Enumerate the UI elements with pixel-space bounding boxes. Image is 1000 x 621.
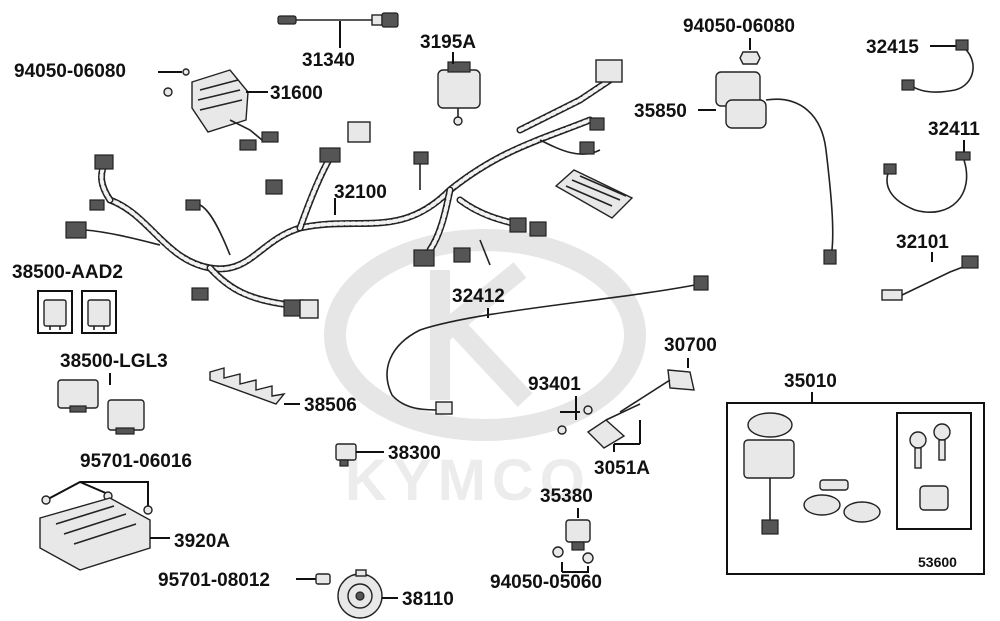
label-93401: 93401: [528, 374, 581, 395]
kymco-watermark: KYMCO: [324, 229, 646, 513]
part-38500-AAD2-relays: [37, 290, 117, 334]
label-38500-AAD2: 38500-AAD2: [12, 262, 123, 283]
part-3920A-ecu: [39, 497, 170, 571]
part-95701-08012-bolt: [296, 573, 331, 585]
label-31600: 31600: [270, 83, 323, 104]
label-3920A: 3920A: [174, 531, 230, 552]
label-32412: 32412: [452, 286, 505, 307]
part-94050-06080-bolt-left: [158, 68, 190, 97]
part-94050-06080-nut-top: [739, 38, 761, 65]
part-95701-06016-bolts: [41, 481, 153, 515]
part-3051A-coil: [586, 403, 641, 452]
part-38300-flasher: [335, 443, 384, 467]
label-95701-08012: 95701-08012: [158, 570, 270, 591]
part-31600-regulator: [191, 69, 279, 151]
part-32412-cable: [386, 275, 709, 415]
watermark-text: KYMCO: [345, 448, 591, 513]
part-32415-cable: [901, 39, 974, 93]
part-93401-screws: [557, 396, 593, 435]
part-35380-sensor: [552, 508, 594, 564]
part-30700-plug-cap: [619, 358, 695, 413]
label-38300: 38300: [388, 443, 441, 464]
label-94050-06080-left: 94050-06080: [14, 61, 126, 82]
label-35380: 35380: [540, 486, 593, 507]
label-94050-06080-top: 94050-06080: [683, 16, 795, 37]
part-35850-ignition-coil: [698, 71, 837, 265]
part-53600-keys: [896, 412, 972, 530]
label-35010: 35010: [784, 371, 837, 392]
part-32411-cable: [883, 140, 971, 213]
part-32100-main-harness: [65, 59, 634, 319]
label-3051A: 3051A: [594, 458, 650, 479]
part-31340-cable: [277, 12, 399, 48]
part-3195A-relay: [437, 52, 481, 126]
label-94050-05060: 94050-05060: [490, 572, 602, 593]
label-32411: 32411: [928, 119, 980, 140]
part-38506-bracket: [209, 367, 300, 405]
label-32101: 32101: [896, 232, 949, 253]
part-38110-horn: [337, 569, 398, 619]
label-53600: 53600: [918, 554, 957, 570]
label-38506: 38506: [304, 395, 357, 416]
part-94050-05060-nut: [561, 562, 589, 573]
label-3195A: 3195A: [420, 32, 476, 53]
label-31340: 31340: [302, 50, 355, 71]
label-95701-06016: 95701-06016: [80, 451, 192, 472]
label-35850: 35850: [634, 101, 687, 122]
label-32415: 32415: [866, 37, 919, 58]
label-32100: 32100: [334, 182, 387, 203]
label-30700: 30700: [664, 335, 717, 356]
label-38500-LGL3: 38500-LGL3: [60, 351, 168, 372]
part-35010-lock-set: [726, 392, 985, 575]
part-32101-cable: [881, 252, 979, 301]
part-38500-LGL3-relays: [57, 373, 145, 435]
label-38110: 38110: [402, 589, 454, 610]
